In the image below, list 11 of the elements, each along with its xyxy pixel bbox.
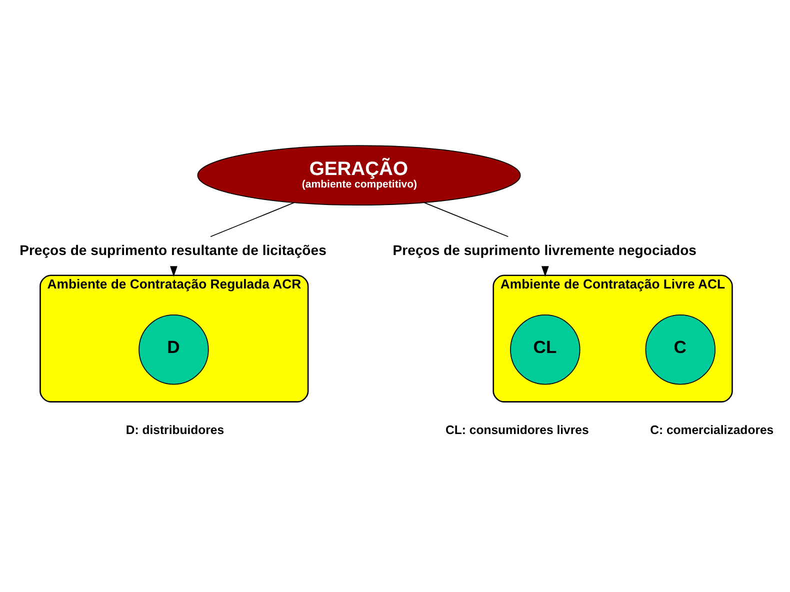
connector [210, 202, 294, 237]
node-circle: CL [510, 314, 580, 384]
label: CL: consumidores livres [445, 422, 589, 437]
node-circle: D [138, 314, 209, 384]
node-circle: C [645, 314, 716, 384]
label: C: comercializadores [650, 422, 774, 437]
connector [424, 202, 509, 237]
label: D: distribuidores [126, 422, 224, 437]
node-text: Preços de suprimento resultante de licitações [20, 242, 326, 258]
node-ellipse: GERAÇÃO (ambiente competitivo) [197, 144, 521, 205]
node-text: Preços de suprimento livremente negociados [392, 242, 696, 258]
